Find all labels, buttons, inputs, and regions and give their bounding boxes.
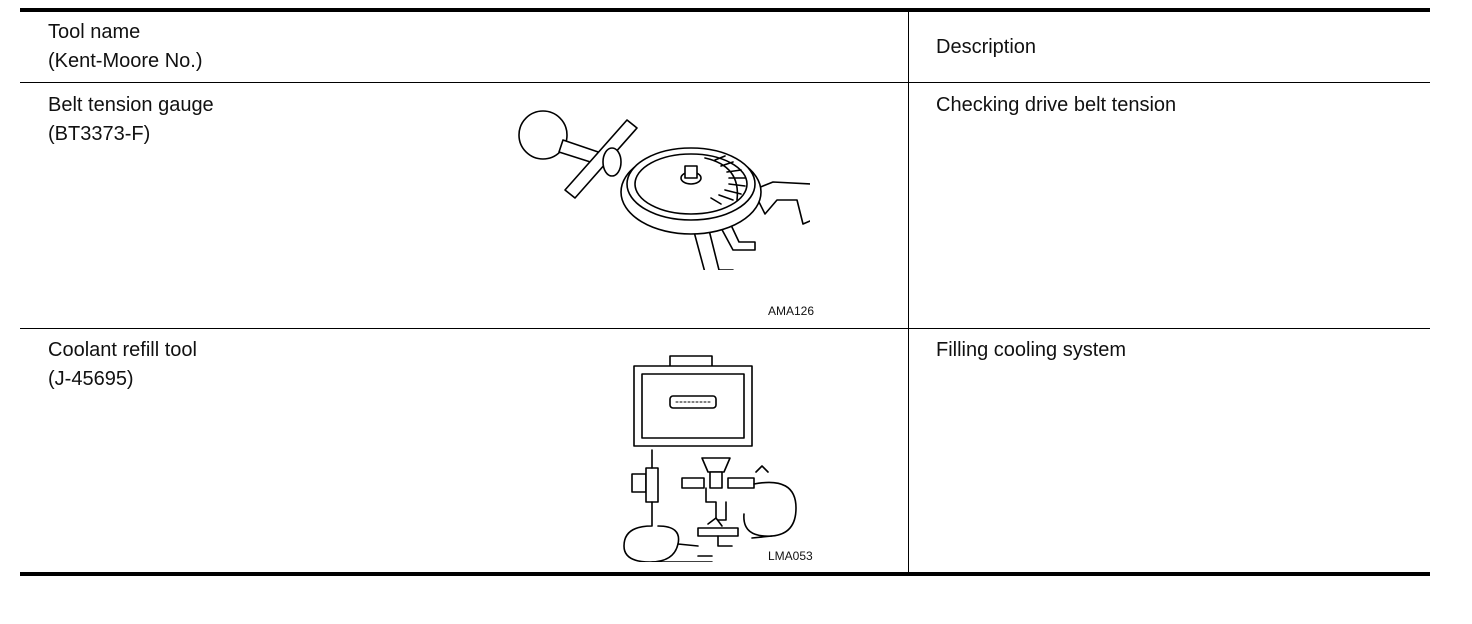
special-service-tools-table: Tool name (Kent-Moore No.) Description B…: [20, 8, 1430, 576]
row-2-tool-name-text: Coolant refill tool: [48, 339, 197, 361]
header-tool-name-line2: (Kent-Moore No.): [48, 50, 203, 72]
header-tool-name-line1: Tool name: [48, 21, 141, 43]
row-1-tool-name-text: Belt tension gauge: [48, 94, 214, 116]
row-2-description: Filling cooling system: [936, 339, 1127, 361]
row-1-tool-name: Belt tension gauge (BT3373-F): [48, 91, 214, 149]
header-description: Description: [936, 36, 1037, 58]
row-2-figure-code: LMA053: [768, 549, 813, 563]
header-divider: [20, 82, 1430, 83]
row-2-tool-number: (J-45695): [48, 368, 134, 390]
coolant-refill-tool-illustration: [623, 355, 797, 562]
row-1-tool-number: (BT3373-F): [48, 123, 151, 145]
row-1-figure-code: AMA126: [768, 304, 815, 318]
row-1-description: Checking drive belt tension: [936, 94, 1177, 116]
row-1-divider: [20, 328, 1430, 329]
belt-tension-gauge-illustration: [518, 110, 810, 270]
row-2-tool-name: Coolant refill tool (J-45695): [48, 336, 197, 394]
header-tool-name: Tool name (Kent-Moore No.): [48, 18, 203, 76]
column-divider: [908, 12, 909, 572]
